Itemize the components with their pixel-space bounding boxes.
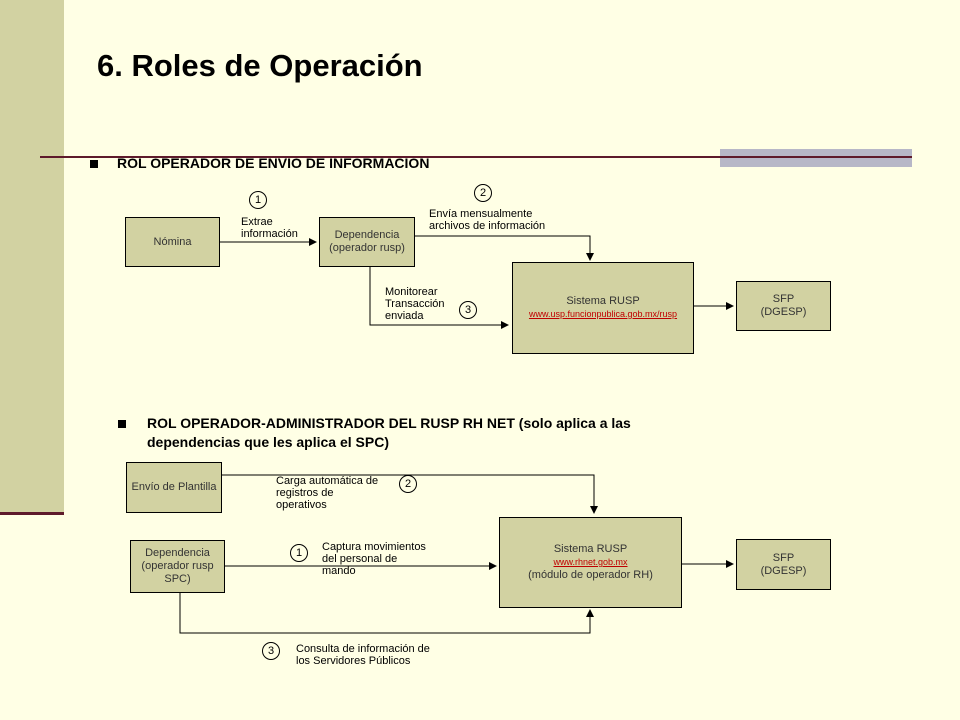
step3-circle: 3 xyxy=(459,301,477,319)
step1-circle: 1 xyxy=(249,191,267,209)
section2-heading: ROL OPERADOR-ADMINISTRADOR DEL RUSP RH N… xyxy=(147,415,631,450)
step1-label: Extrae información xyxy=(241,216,298,240)
rusp-rhnet-link[interactable]: www.rhnet.gob.mx xyxy=(553,557,628,567)
step2-label: Envía mensualmente archivos de informaci… xyxy=(429,208,546,232)
dependencia-label-2: (operador rusp) xyxy=(329,242,405,254)
step1b-circle: 1 xyxy=(290,544,308,562)
sfp-label-1: SFP xyxy=(772,293,795,305)
sfp2-label-1: SFP xyxy=(772,551,795,564)
page-title: 6. Roles de Operación xyxy=(97,48,423,83)
dependencia-spc-label-3: SPC) xyxy=(164,573,191,585)
sfp-box-2: SFP (DGESP) xyxy=(736,539,831,590)
rusp-rhnet-title: Sistema RUSP xyxy=(553,543,628,555)
rusp-box: Sistema RUSP www.usp.funcionpublica.gob.… xyxy=(512,262,694,354)
sidebar-underline xyxy=(0,512,64,515)
rusp-title: Sistema RUSP xyxy=(566,295,640,307)
step2-circle: 2 xyxy=(474,184,492,202)
dependencia-spc-box: Dependencia (operador rusp SPC) xyxy=(130,540,225,593)
rusp-link[interactable]: www.usp.funcionpublica.gob.mx/rusp xyxy=(528,309,678,319)
sfp-box: SFP (DGESP) xyxy=(736,281,831,331)
step3b-circle: 3 xyxy=(262,642,280,660)
step2b-circle: 2 xyxy=(399,475,417,493)
nomina-box: Nómina xyxy=(125,217,220,267)
dependencia-spc-label-2: (operador rusp xyxy=(141,560,214,572)
section1-heading: ROL OPERADOR DE ENVIO DE INFORMACION xyxy=(117,155,430,171)
envio-box: Envío de Plantilla xyxy=(126,462,222,513)
rusp-rhnet-note: (módulo de operador RH) xyxy=(528,569,653,581)
title-rule-accent xyxy=(720,149,912,167)
dependencia-label-1: Dependencia xyxy=(334,229,400,241)
nomina-label: Nómina xyxy=(153,235,192,248)
rusp-rhnet-box: Sistema RUSP www.rhnet.gob.mx (módulo de… xyxy=(499,517,682,608)
envio-label: Envío de Plantilla xyxy=(131,481,217,493)
bullet-section2 xyxy=(118,420,126,428)
title-rule xyxy=(40,156,912,158)
step2b-label: Carga automática de registros de operati… xyxy=(276,475,379,511)
sfp-label-2: (DGESP) xyxy=(760,306,807,318)
arrow-rusp-to-dependencia-monitor xyxy=(369,267,509,329)
arrow-rusp-consulta xyxy=(179,593,594,634)
sidebar-band xyxy=(0,0,64,512)
dependencia-box: Dependencia (operador rusp) xyxy=(319,217,415,267)
step3-label: Monitorear Transacción enviada xyxy=(385,286,445,322)
arrow-envio-to-rusp xyxy=(222,474,598,514)
step3b-label: Consulta de información de los Servidore… xyxy=(296,643,430,667)
bullet-section1 xyxy=(90,160,98,168)
sfp2-label-2: (DGESP) xyxy=(760,564,807,577)
dependencia-spc-label-1: Dependencia xyxy=(145,547,210,559)
step1b-label: Captura movimientos del personal de mand… xyxy=(322,541,426,577)
